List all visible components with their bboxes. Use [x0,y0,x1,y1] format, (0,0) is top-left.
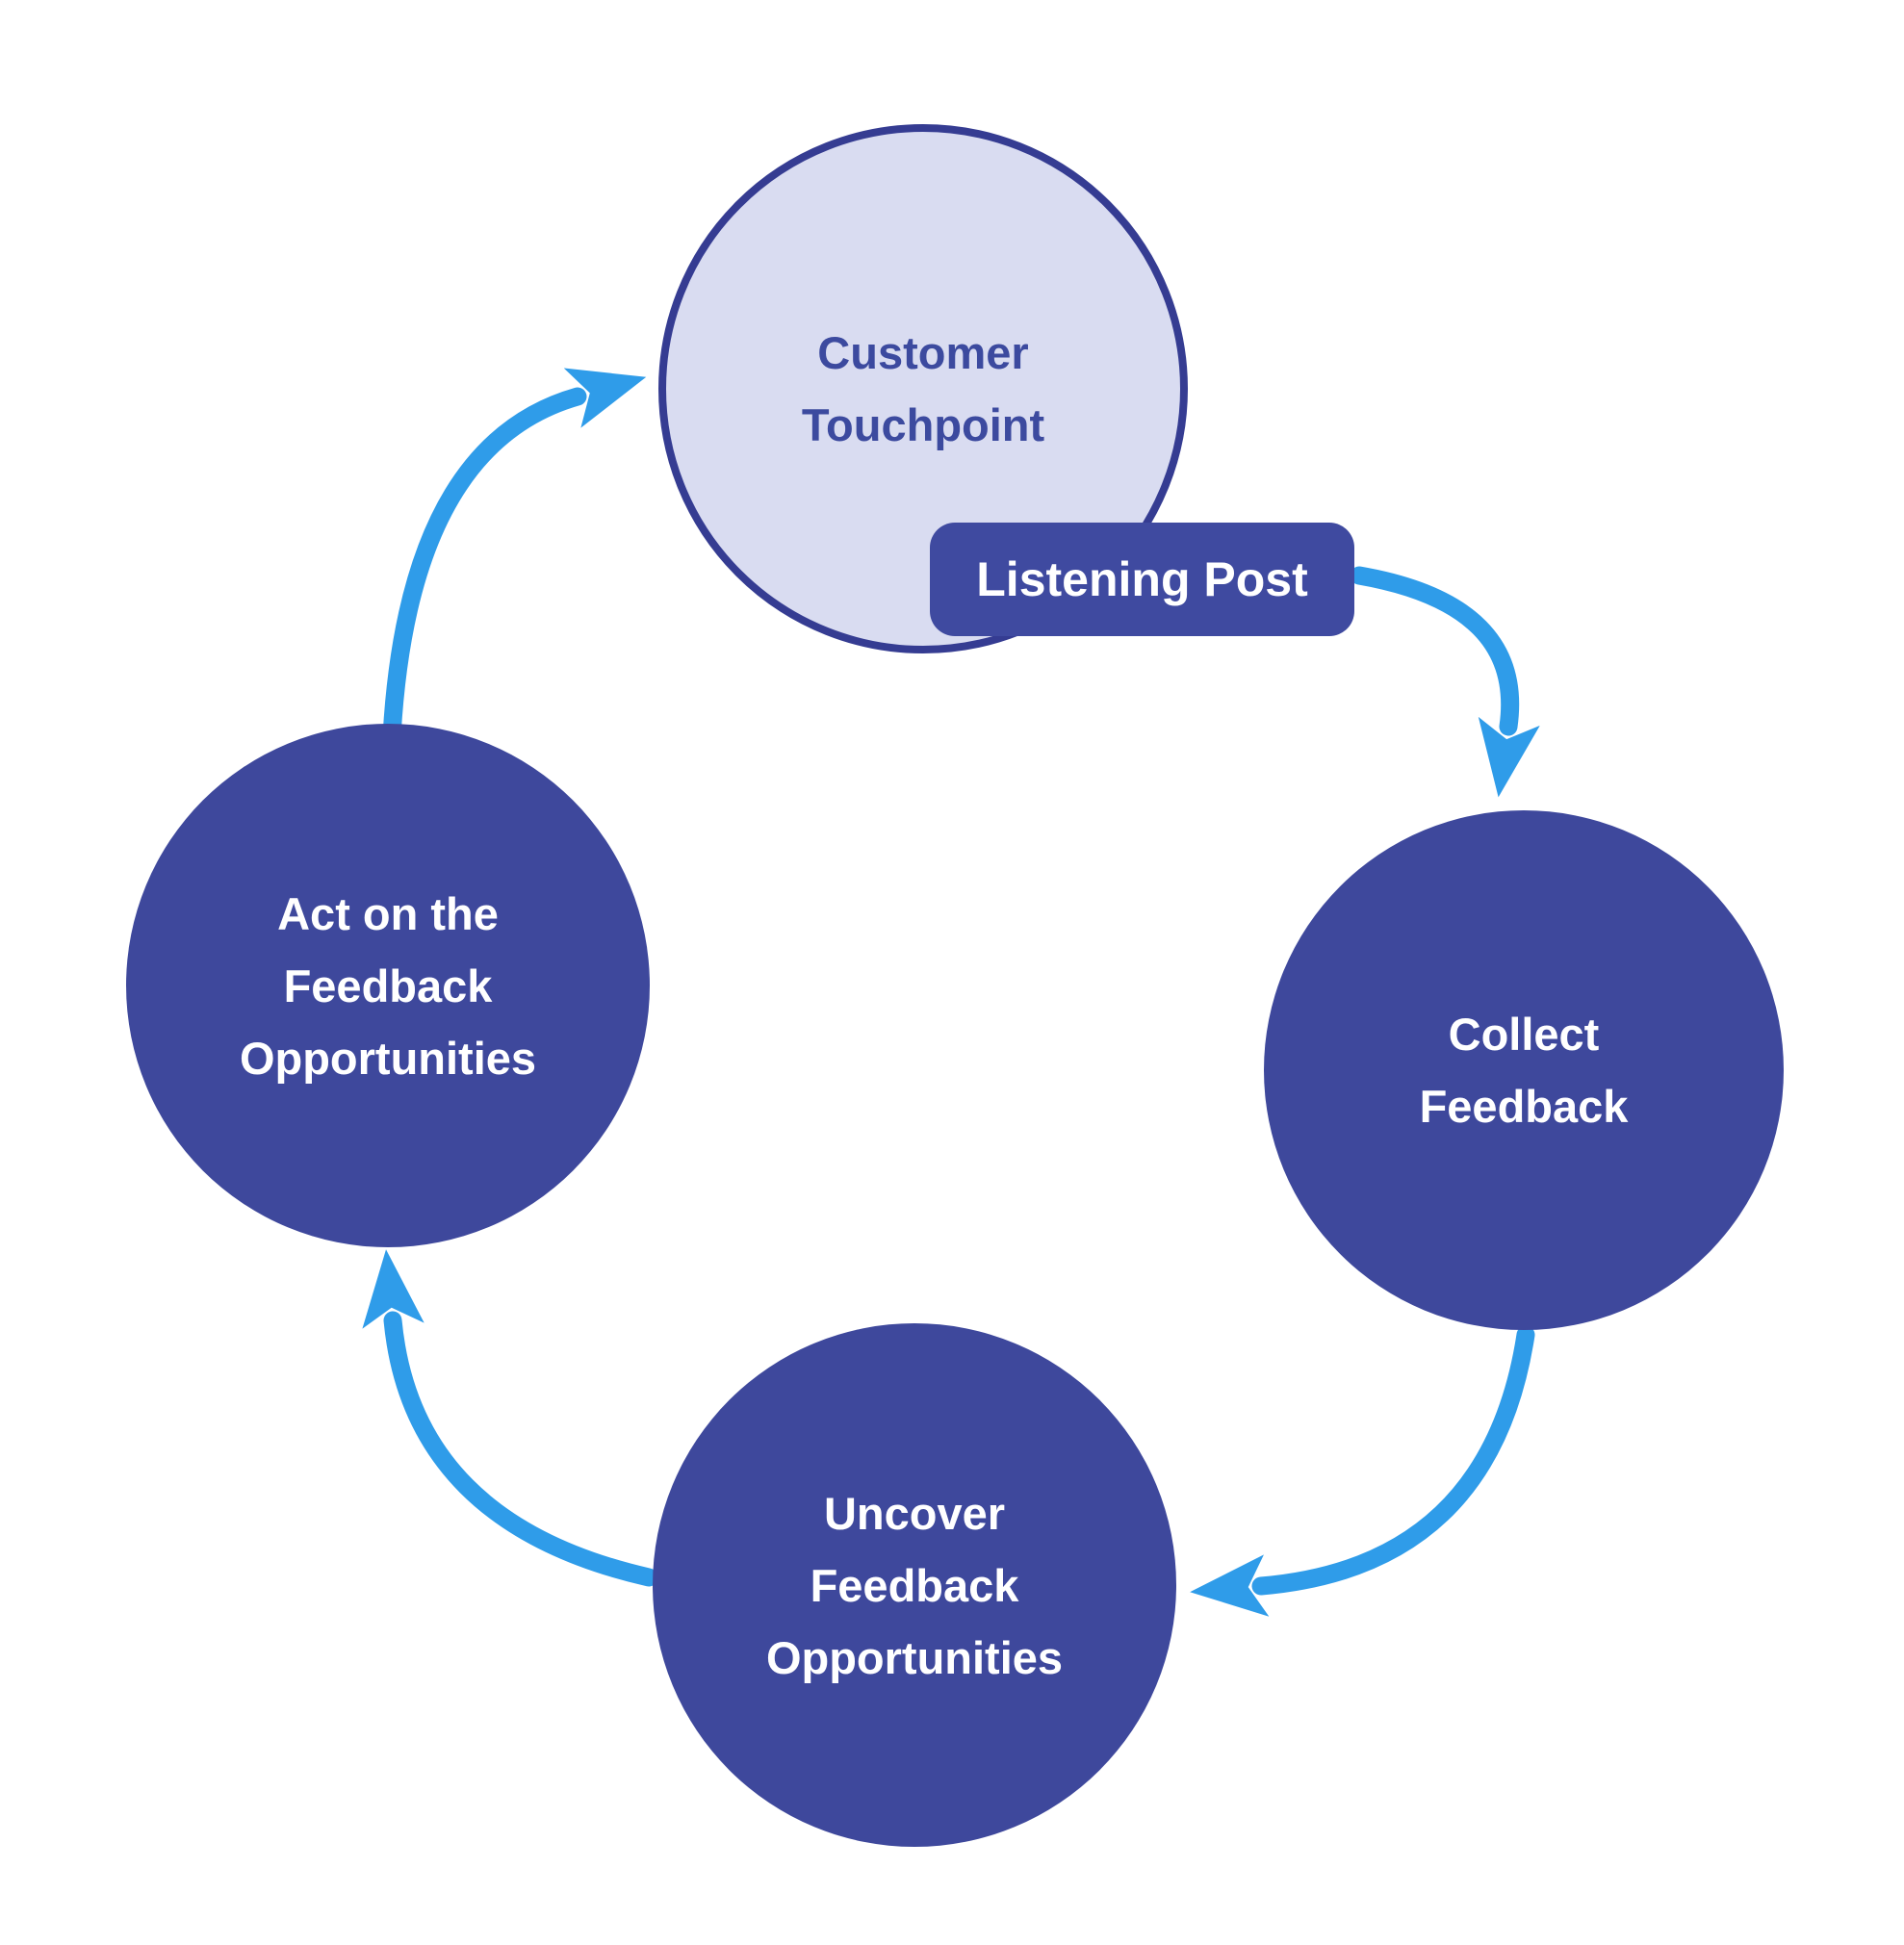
arrow-uncover-to-act [362,1249,658,1587]
node-act-on-the-feedback-opportunities: Act on the Feedback Opportunities [126,724,650,1247]
arrow-listeningpost-to-collect [1350,566,1540,798]
arrow-act-to-touchpoint [382,368,647,746]
node-act-on-the-feedback-opportunities-label: Act on the Feedback Opportunities [239,887,537,1084]
listening-post-badge-label: Listening Post [976,552,1308,606]
node-customer-touchpoint-label: Customer Touchpoint [801,327,1045,450]
arrow-collect-to-uncover [1190,1325,1535,1617]
node-customer-touchpoint: Customer Touchpoint [658,124,1188,653]
node-collect-feedback-label: Collect Feedback [1419,1009,1629,1132]
listening-post-badge: Listening Post [930,523,1354,636]
node-uncover-feedback-opportunities-label: Uncover Feedback Opportunities [765,1487,1064,1683]
node-collect-feedback: Collect Feedback [1264,810,1784,1330]
node-uncover-feedback-opportunities: Uncover Feedback Opportunities [653,1323,1176,1847]
